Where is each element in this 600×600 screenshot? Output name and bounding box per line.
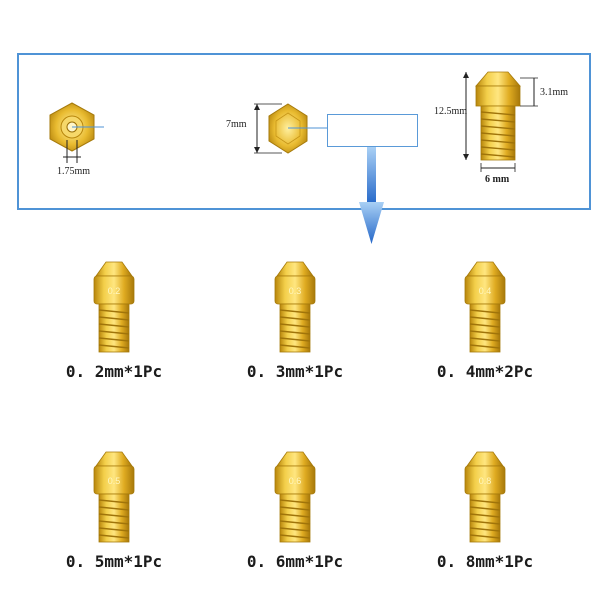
nozzle-image: 0.3 bbox=[274, 261, 316, 353]
product-caption: 0. 4mm*2Pc bbox=[436, 362, 534, 381]
size-engraving: 0.5 bbox=[108, 476, 121, 486]
size-engraving: 0.4 bbox=[479, 286, 492, 296]
nozzle-product-0-6: 0.6 0. 6mm*1Pc bbox=[205, 446, 385, 571]
product-caption: 0. 5mm*1Pc bbox=[65, 552, 163, 571]
height-dimension-label: 12.5mm bbox=[434, 106, 468, 117]
nozzle-product-0-8: 0.8 0. 8mm*1Pc bbox=[395, 446, 575, 571]
nozzle-hex-view bbox=[254, 103, 327, 154]
hex-width-dimension-label: 7mm bbox=[226, 119, 247, 130]
size-engraving: 0.8 bbox=[479, 476, 492, 486]
down-arrow-icon bbox=[359, 147, 384, 244]
nozzle-image: 0.2 bbox=[93, 261, 135, 353]
nozzle-product-0-2: 0.2 0. 2mm*1Pc bbox=[24, 256, 204, 381]
nozzle-product-0-4: 0.4 0. 4mm*2Pc bbox=[395, 256, 575, 381]
nozzle-image: 0.6 bbox=[274, 451, 316, 543]
nozzle-product-0-3: 0.3 0. 3mm*1Pc bbox=[205, 256, 385, 381]
nozzle-image: 0.5 bbox=[93, 451, 135, 543]
thread-dimension-label: 6 mm bbox=[485, 174, 510, 185]
nozzle-product-0-5: 0.5 0. 5mm*1Pc bbox=[24, 446, 204, 571]
product-caption: 0. 6mm*1Pc bbox=[246, 552, 344, 571]
callout-box bbox=[327, 114, 418, 147]
product-caption: 0. 2mm*1Pc bbox=[65, 362, 163, 381]
size-engraving: 0.6 bbox=[289, 476, 302, 486]
nozzle-side-view bbox=[463, 71, 538, 172]
product-caption: 0. 8mm*1Pc bbox=[436, 552, 534, 571]
nozzle-top-view bbox=[49, 102, 104, 163]
product-caption: 0. 3mm*1Pc bbox=[246, 362, 344, 381]
size-engraving: 0.3 bbox=[289, 286, 302, 296]
nozzle-image: 0.4 bbox=[464, 261, 506, 353]
size-engraving: 0.2 bbox=[108, 286, 121, 296]
bore-dimension-label: 1.75mm bbox=[57, 166, 91, 177]
tip-dimension-label: 3.1mm bbox=[540, 87, 569, 98]
nozzle-image: 0.8 bbox=[464, 451, 506, 543]
